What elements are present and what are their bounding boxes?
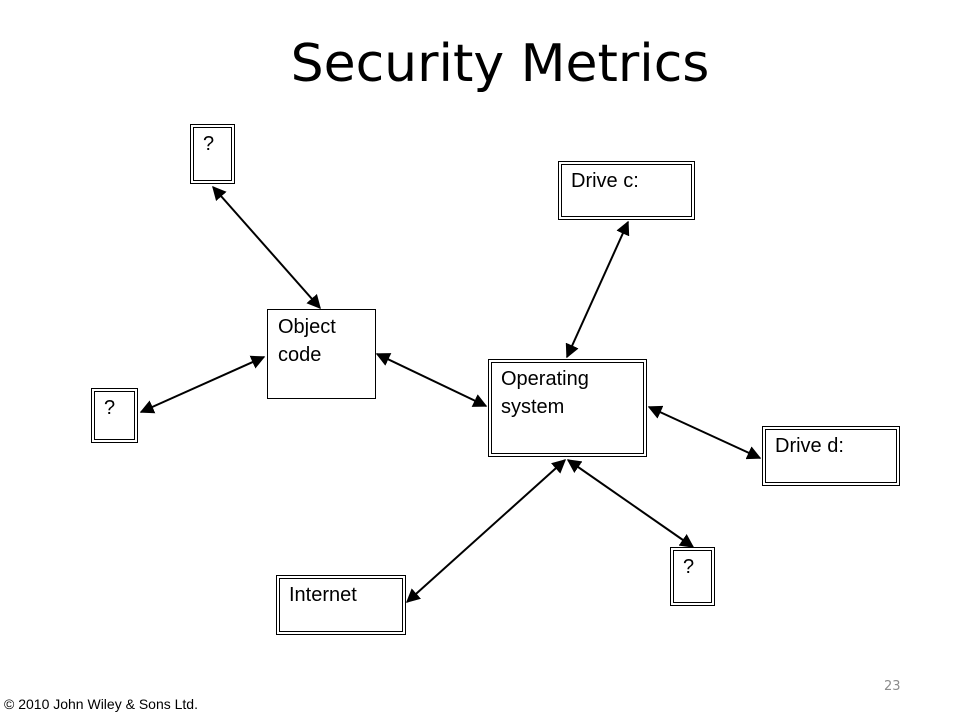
node-drive-c-label: Drive c: [571,170,639,192]
node-drive-d: Drive d: [762,426,900,486]
node-unknown-top-label: ? [203,133,215,155]
edge-object-code-operating-system [375,353,488,407]
node-drive-d-label: Drive d: [775,435,844,457]
node-unknown-top: ? [190,124,235,184]
edge-operating-system-unknown-bottom [566,459,695,548]
edge-object-code-unknown-top [212,185,321,310]
node-operating-system: Operating system [488,359,647,457]
node-internet-label: Internet [289,584,357,606]
node-object-code: Object code [267,309,376,399]
node-internet: Internet [276,575,406,635]
edge-operating-system-drive-d [647,405,762,460]
node-drive-c: Drive c: [558,161,695,220]
slide-title: Security Metrics [290,34,710,94]
node-unknown-left: ? [91,388,138,443]
edge-object-code-unknown-left [139,355,266,414]
node-object-code-label: Object code [278,316,336,366]
node-unknown-bottom-label: ? [683,556,695,578]
copyright-footer: © 2010 John Wiley & Sons Ltd. [4,696,198,712]
edge-operating-system-drive-c [565,220,630,359]
node-operating-system-label: Operating system [501,368,589,418]
node-unknown-left-label: ? [104,397,116,419]
node-unknown-bottom: ? [670,547,715,606]
edge-operating-system-internet [405,459,567,603]
page-number: 23 [884,679,901,694]
